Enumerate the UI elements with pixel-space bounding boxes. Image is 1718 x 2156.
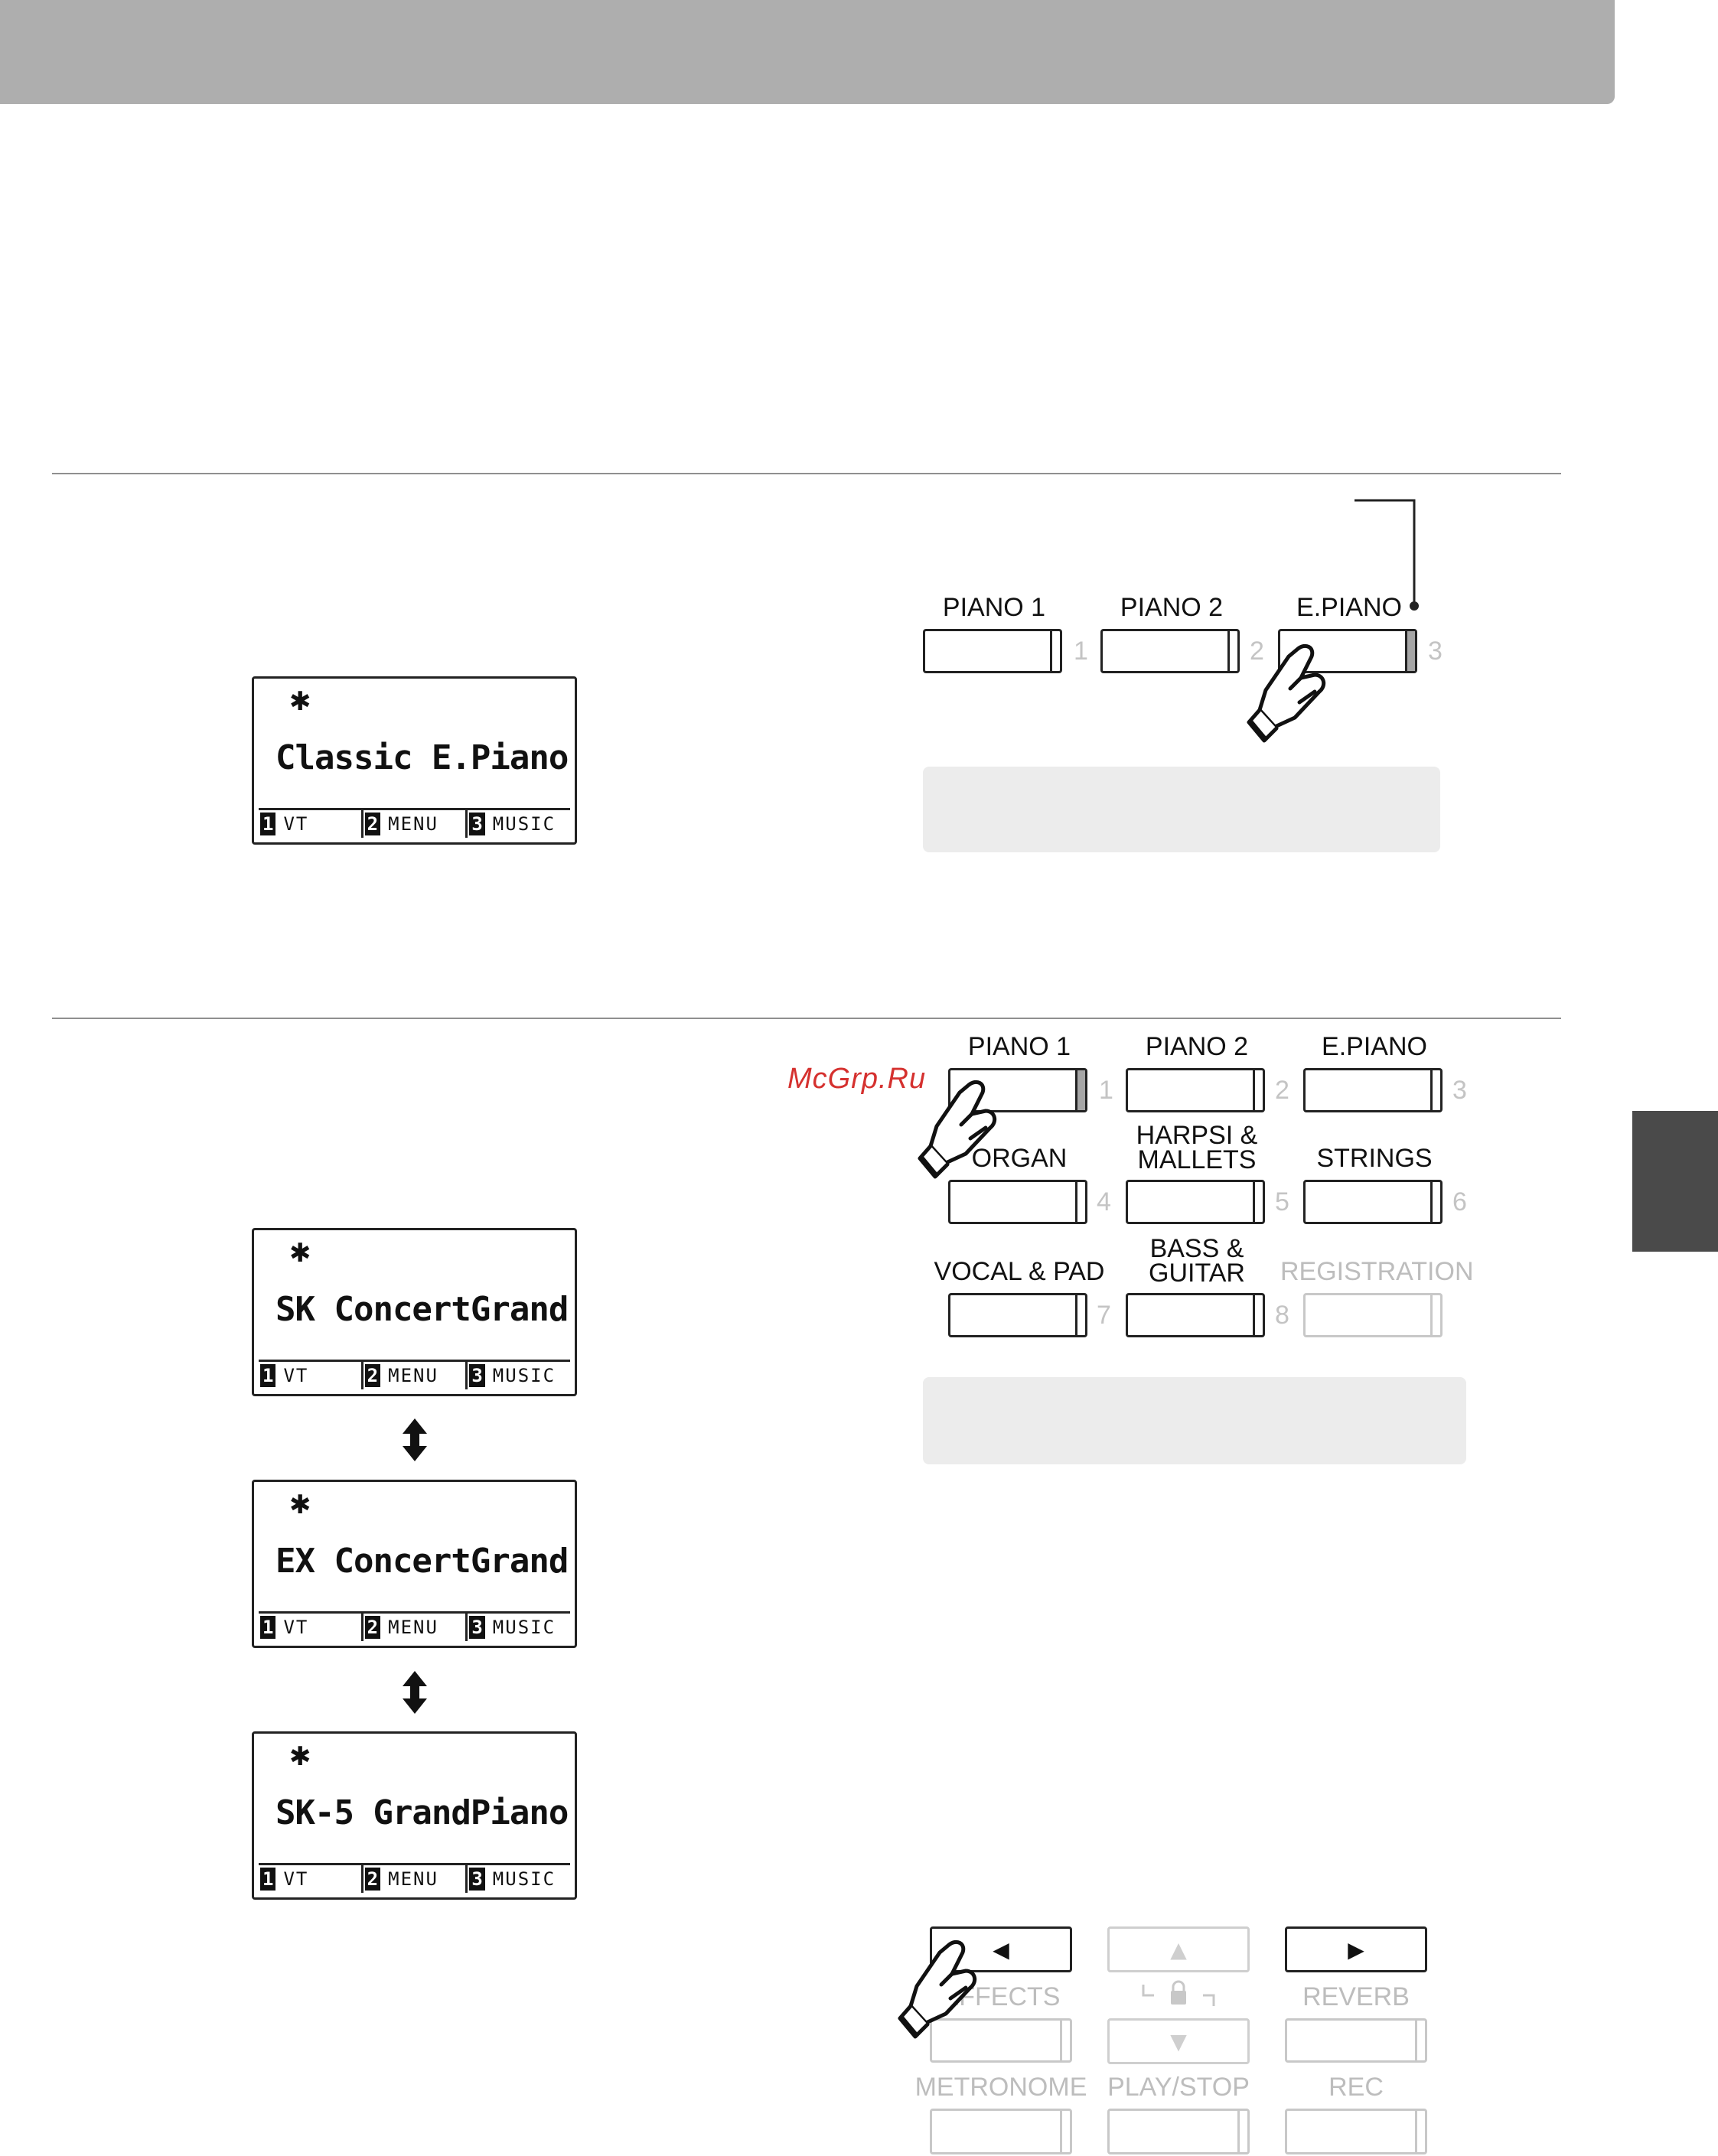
rec-label: REC: [1328, 2073, 1384, 2102]
button-number: 1: [1074, 637, 1088, 666]
bluetooth-icon: ✱: [289, 1238, 311, 1269]
registration-button[interactable]: [1303, 1293, 1443, 1337]
button-label-piano2: PIANO 2: [1145, 1032, 1249, 1061]
button-label-strings: STRINGS: [1316, 1144, 1433, 1173]
note-box: [923, 1377, 1466, 1464]
button-label-piano1: PIANO 1: [967, 1032, 1071, 1061]
button-label-vocal-pad: VOCAL & PAD: [934, 1257, 1105, 1286]
reverb-label: REVERB: [1302, 1982, 1410, 2011]
lcd-sound-name: SK-5 GrandPiano: [275, 1793, 569, 1832]
button-label-epiano: E.PIANO: [1296, 593, 1402, 622]
button-number: 6: [1452, 1187, 1467, 1216]
metronome-button[interactable]: [930, 2109, 1072, 2154]
effects-button[interactable]: [930, 2018, 1072, 2063]
play-stop-button[interactable]: [1107, 2109, 1250, 2154]
button-number: 3: [1428, 637, 1443, 666]
harpsi-mallets-button[interactable]: [1126, 1180, 1265, 1224]
organ-button[interactable]: [948, 1180, 1087, 1224]
vocal-pad-button[interactable]: [948, 1293, 1087, 1337]
down-arrow-icon: ▼: [1170, 2028, 1187, 2054]
metronome-label: METRONOME: [914, 2073, 1087, 2102]
play-stop-label: PLAY/STOP: [1107, 2073, 1250, 2102]
epiano-button[interactable]: [1303, 1068, 1443, 1112]
up-arrow-icon: ▲: [1170, 1936, 1187, 1962]
down-arrow-button[interactable]: ▼: [1107, 2018, 1250, 2064]
right-arrow-button[interactable]: ▶: [1285, 1926, 1427, 1972]
header-bar: [0, 0, 1615, 104]
double-arrow-icon: [403, 1671, 427, 1714]
bluetooth-icon: ✱: [289, 1741, 311, 1772]
reverb-button[interactable]: [1285, 2018, 1427, 2063]
button-label-epiano: E.PIANO: [1322, 1032, 1427, 1061]
pressing-hand-icon: [918, 1080, 997, 1179]
bluetooth-icon: ✱: [289, 1490, 311, 1520]
button-number: 7: [1097, 1301, 1111, 1330]
button-number: 2: [1275, 1076, 1289, 1105]
button-label-piano2: PIANO 2: [1120, 593, 1224, 622]
rec-button[interactable]: [1285, 2109, 1427, 2154]
bluetooth-icon: ✱: [289, 686, 311, 717]
section-divider-2: [52, 1018, 1561, 1019]
right-arrow-icon: ▶: [1348, 1936, 1364, 1962]
button-number: 8: [1275, 1301, 1289, 1330]
lock-icon: [1142, 1980, 1215, 2006]
button-number: 3: [1452, 1076, 1467, 1105]
button-number: 2: [1250, 637, 1264, 666]
section-divider-1: [52, 473, 1561, 474]
bass-guitar-button[interactable]: [1126, 1293, 1265, 1337]
button-number: 5: [1275, 1187, 1289, 1216]
chapter-side-tab: [1632, 1111, 1718, 1252]
strings-button[interactable]: [1303, 1180, 1443, 1224]
piano1-button[interactable]: [923, 629, 1062, 673]
button-label-bass-guitar: BASS & GUITAR: [1149, 1234, 1245, 1288]
watermark-text: McGrp.Ru: [787, 1063, 927, 1095]
button-label-harpsi-mallets: HARPSI & MALLETS: [1136, 1121, 1258, 1174]
pressing-hand-icon: [1247, 643, 1326, 743]
button-label-organ: ORGAN: [971, 1144, 1068, 1173]
lcd-sound-name: SK ConcertGrand: [275, 1290, 569, 1329]
indicator-callout-line: [1355, 499, 1419, 611]
lcd-sound-name: EX ConcertGrand: [275, 1542, 569, 1581]
button-label-registration: REGISTRATION: [1280, 1257, 1474, 1286]
button-number: 4: [1097, 1187, 1111, 1216]
double-arrow-icon: [403, 1418, 427, 1461]
piano2-button[interactable]: [1126, 1068, 1265, 1112]
note-box: [923, 767, 1440, 852]
pressing-hand-icon: [898, 1939, 977, 2039]
button-number: 1: [1099, 1076, 1113, 1105]
left-arrow-icon: ◀: [993, 1936, 1009, 1962]
up-arrow-button[interactable]: ▲: [1107, 1926, 1250, 1972]
button-label-piano1: PIANO 1: [942, 593, 1046, 622]
lcd-sound-name: Classic E.Piano: [275, 738, 569, 777]
piano2-button[interactable]: [1100, 629, 1240, 673]
